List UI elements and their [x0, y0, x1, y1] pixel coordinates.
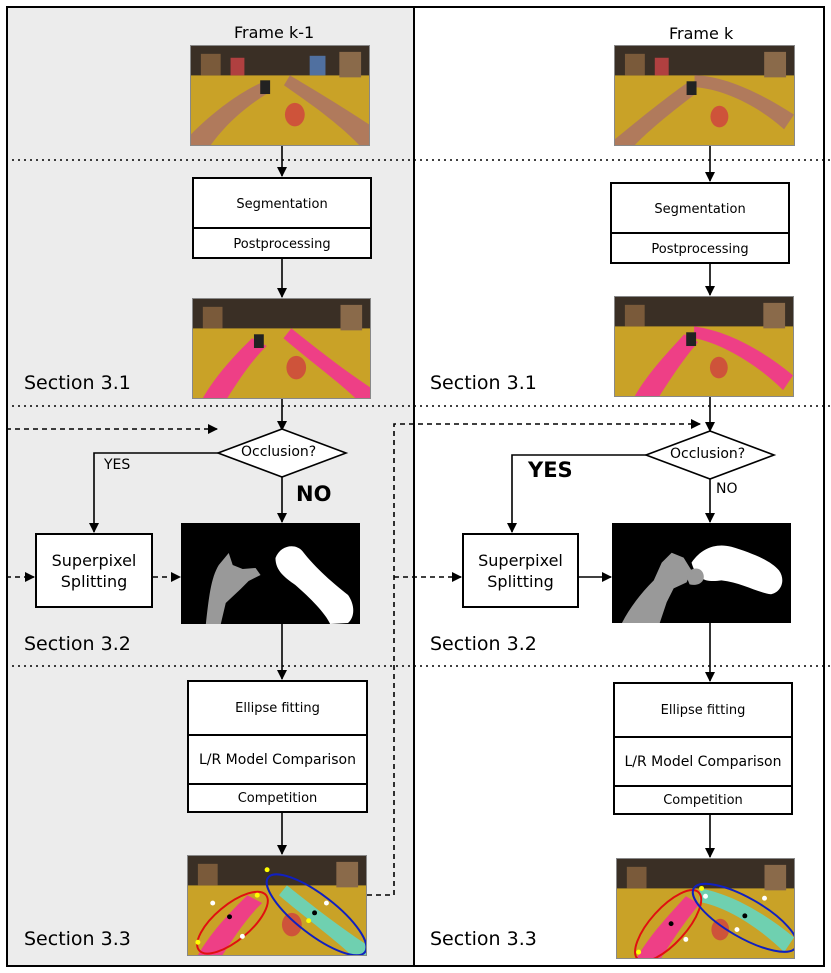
segmentation-step-label: Segmentation	[236, 196, 328, 212]
model-comparison-label: L/R Model Comparison	[624, 754, 782, 770]
tracking-result-image-right	[616, 858, 795, 959]
box-divider	[189, 734, 366, 736]
section-3-3-label-left: Section 3.3	[24, 928, 131, 950]
box-divider	[612, 232, 788, 234]
frame-k-title: Frame k	[669, 24, 734, 43]
section-3-1-label-left: Section 3.1	[24, 372, 131, 394]
occlusion-question-left: Occlusion?	[241, 444, 317, 460]
yes-branch-label-right: YES	[528, 458, 573, 482]
section-3-2-label-right: Section 3.2	[430, 633, 537, 655]
model-comparison-label: L/R Model Comparison	[198, 752, 356, 768]
section-3-2-label-left: Section 3.2	[24, 633, 131, 655]
competition-label: Competition	[237, 790, 318, 806]
frame-k-panel	[415, 6, 825, 967]
box-divider	[615, 736, 791, 738]
segmented-image-right	[614, 296, 794, 397]
input-frame-image-left	[190, 45, 370, 146]
superpixel-line2: Splitting	[60, 571, 128, 591]
segmentation-box-left: Segmentation Postprocessing	[192, 177, 372, 259]
box-divider	[615, 785, 791, 787]
frame-k-minus-1-panel	[6, 6, 415, 967]
no-branch-label-left: NO	[296, 482, 332, 506]
superpixel-splitting-box-left: Superpixel Splitting	[35, 533, 153, 608]
superpixel-line2: Splitting	[487, 571, 554, 591]
hand-mask-image-left	[181, 523, 360, 624]
segmentation-step-label: Segmentation	[654, 201, 746, 217]
competition-label: Competition	[663, 792, 743, 808]
no-branch-label-right: NO	[716, 481, 738, 497]
ellipse-fitting-label: Ellipse fitting	[660, 702, 746, 718]
ellipse-fitting-label: Ellipse fitting	[235, 700, 320, 716]
section-3-3-label-right: Section 3.3	[430, 928, 537, 950]
section-3-1-label-right: Section 3.1	[430, 372, 537, 394]
superpixel-line1: Superpixel	[478, 550, 563, 570]
superpixel-splitting-box-right: Superpixel Splitting	[462, 533, 579, 608]
box-divider	[194, 227, 370, 229]
hand-mask-image-right	[612, 523, 791, 623]
tracking-result-image-left	[187, 855, 367, 956]
postprocessing-step-label: Postprocessing	[233, 236, 331, 252]
yes-branch-label-left: YES	[104, 457, 131, 473]
segmentation-box-right: Segmentation Postprocessing	[610, 182, 790, 264]
box-divider	[189, 783, 366, 785]
superpixel-line1: Superpixel	[51, 550, 137, 570]
postprocessing-step-label: Postprocessing	[651, 241, 749, 257]
ellipse-model-box-left: Ellipse fitting L/R Model Comparison Com…	[187, 680, 368, 813]
segmented-image-left	[192, 298, 371, 399]
frame-k-minus-1-title: Frame k-1	[234, 23, 315, 42]
occlusion-question-right: Occlusion?	[670, 446, 746, 462]
ellipse-model-box-right: Ellipse fitting L/R Model Comparison Com…	[613, 682, 793, 815]
input-frame-image-right	[614, 45, 795, 146]
